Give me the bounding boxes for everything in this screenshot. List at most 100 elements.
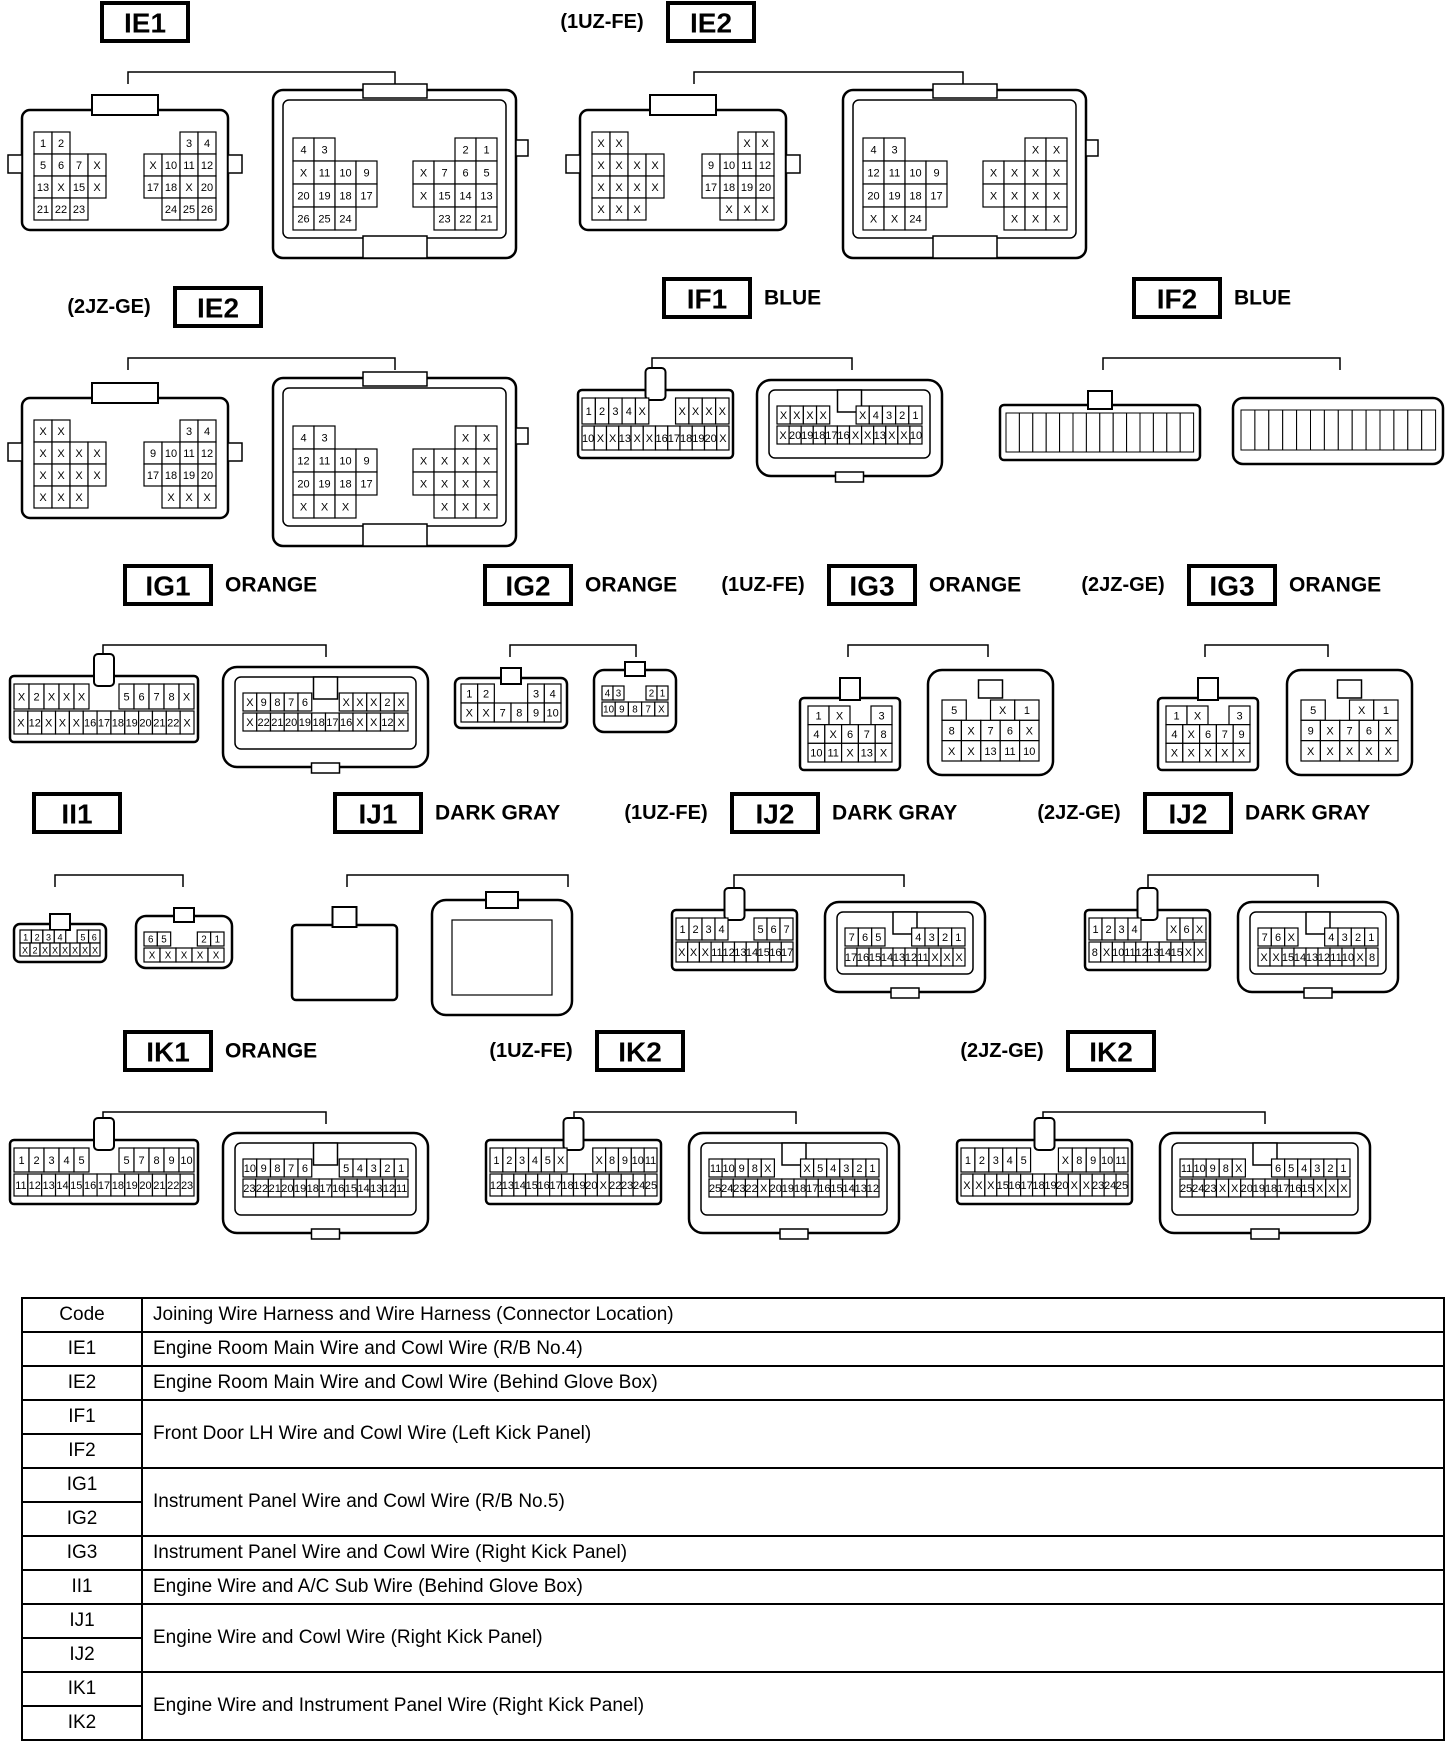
pin-label: 20 — [139, 718, 151, 730]
pin-label: X — [1235, 1163, 1243, 1175]
pin-label: 8 — [274, 1163, 280, 1175]
pin-cell — [1018, 412, 1034, 453]
pin-label: 20 — [705, 433, 717, 445]
pin-label: 4 — [1131, 924, 1137, 936]
pin-label: X — [462, 456, 470, 468]
pin-label: X — [57, 470, 65, 482]
pin-label: 3 — [1118, 924, 1124, 936]
pin-label: X — [1238, 748, 1246, 760]
connector-code: IG3 — [1209, 571, 1254, 602]
pin-cell — [779, 917, 794, 941]
pin-label: X — [72, 946, 78, 956]
pin-label: 10 — [810, 748, 822, 760]
pin-label: X — [441, 502, 449, 514]
pin-label: X — [597, 138, 605, 150]
pin-label: 1 — [1368, 932, 1374, 944]
pin-label: 7 — [864, 729, 870, 741]
pin-label: 14 — [843, 1183, 855, 1195]
pin-label: X — [719, 433, 727, 445]
pin-label: X — [1272, 952, 1280, 964]
pin-label: 2 — [599, 406, 605, 418]
pin-label: 18 — [112, 1180, 124, 1192]
pin-label: 3 — [1236, 710, 1242, 722]
pin-label: 15 — [1171, 947, 1183, 959]
pin-label: 12 — [1318, 952, 1330, 964]
pin-label: 10 — [603, 705, 614, 716]
pin-label: X — [246, 697, 254, 709]
wire-color-label: ORANGE — [225, 1040, 317, 1063]
pin-label: 12 — [201, 448, 213, 460]
pin-label: 1 — [398, 1163, 404, 1175]
pin-label: X — [185, 182, 193, 194]
pin-label: 5 — [817, 1163, 823, 1175]
pin-label: X — [609, 433, 617, 445]
pin-label: 7 — [849, 932, 855, 944]
pin-cell — [627, 197, 647, 221]
pin-label: X — [888, 430, 896, 442]
pin-label: 11 — [889, 168, 900, 180]
pin-label: 11 — [710, 1163, 721, 1175]
pin-cell — [1166, 412, 1181, 453]
pin-cell — [951, 927, 966, 947]
pin-label: 17 — [549, 1180, 561, 1192]
pin-label: 5 — [545, 1155, 551, 1167]
pin-label: 23 — [1092, 1180, 1104, 1192]
pin-label: 12 — [490, 1180, 502, 1192]
code-box — [333, 792, 423, 834]
pin-label: 19 — [294, 1183, 306, 1195]
latch — [649, 94, 717, 116]
pin-label: X — [18, 692, 26, 704]
latch — [362, 371, 428, 387]
pin-label: 2 — [58, 138, 64, 150]
connector-housing — [430, 898, 574, 1017]
pin-label: 13 — [861, 748, 873, 760]
pin-cell — [156, 931, 172, 947]
pin-label: X — [1032, 145, 1040, 157]
wire-color-label: BLUE — [1234, 287, 1291, 310]
pin-label: 18 — [680, 433, 692, 445]
pin-label: X — [658, 705, 665, 716]
pin-label: 9 — [1210, 1163, 1216, 1175]
pin-label: X — [93, 160, 101, 172]
pin-label: 9 — [933, 168, 939, 180]
table-cell-description: Front Door LH Wire and Cowl Wire (Left K… — [141, 1399, 1445, 1469]
pin-label: X — [830, 729, 838, 741]
pin-label: 9 — [708, 160, 714, 172]
pin-label: 5 — [951, 705, 957, 717]
pin-label: 19 — [299, 717, 311, 729]
pin-label: X — [149, 951, 156, 962]
pin-label: 11 — [1004, 746, 1015, 758]
pin-label: 6 — [862, 932, 868, 944]
connector-code: IG1 — [145, 571, 190, 602]
pin-label: 11 — [183, 160, 194, 172]
pin-label: 10 — [723, 160, 735, 172]
pin-cell — [210, 931, 225, 947]
pin-label: X — [165, 951, 172, 962]
pin-cell — [355, 471, 378, 496]
latch — [91, 94, 159, 116]
pin-label: 6 — [1275, 932, 1281, 944]
pin-label: 3 — [878, 710, 884, 722]
wire-color-label: ORANGE — [1289, 574, 1381, 597]
pin-label: 18 — [1032, 1180, 1044, 1192]
pin-label: 4 — [915, 932, 921, 944]
pin-cell — [909, 425, 923, 445]
mount-tab — [7, 154, 23, 174]
pin-label: 22 — [167, 1180, 179, 1192]
pin-label: 3 — [886, 410, 892, 422]
pin-label: 3 — [891, 145, 897, 157]
pin-label: 1 — [586, 406, 592, 418]
lock-tab — [890, 987, 920, 999]
pin-label: 6 — [1183, 924, 1189, 936]
pin-label: X — [1260, 952, 1268, 964]
pin-label: X — [45, 718, 53, 730]
pin-label: 20 — [139, 1180, 151, 1192]
pin-label: 16 — [656, 433, 668, 445]
pin-label: X — [990, 191, 998, 203]
table-row: IG2 — [21, 1501, 1444, 1537]
pin-label: X — [75, 448, 83, 460]
